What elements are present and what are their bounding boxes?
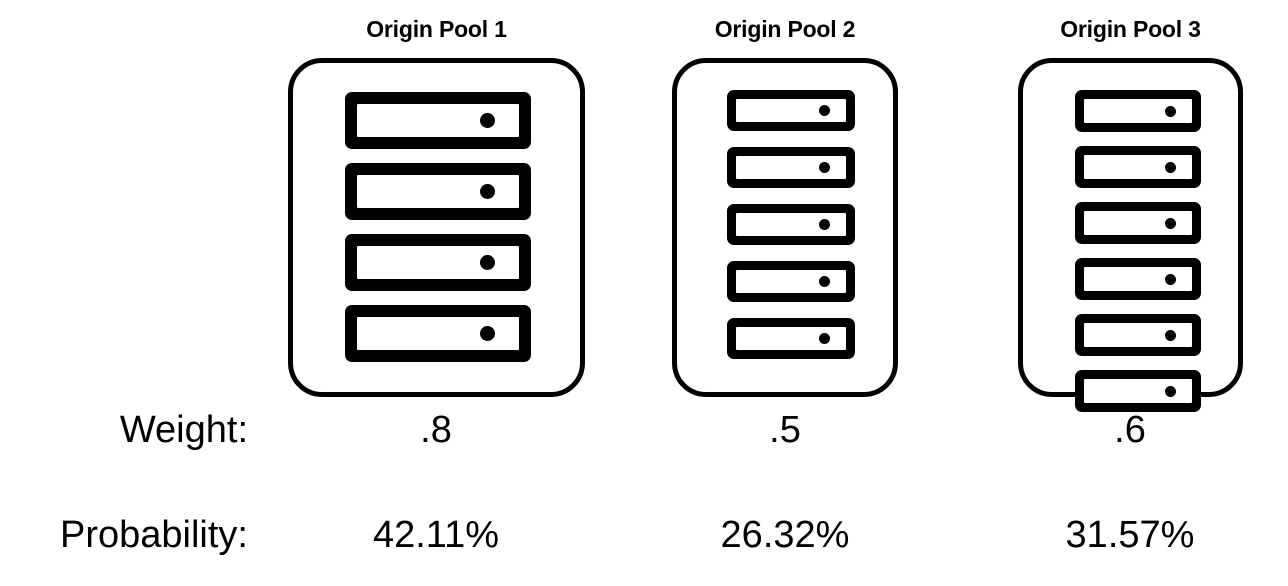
server-face bbox=[1084, 379, 1192, 403]
server-status-led-icon bbox=[819, 162, 830, 173]
server-face bbox=[1084, 267, 1192, 291]
weight-value-pool-2: .5 bbox=[769, 409, 801, 451]
server-rack-icon bbox=[345, 305, 531, 362]
weight-row-label: Weight: bbox=[119, 409, 248, 451]
server-face bbox=[1084, 155, 1192, 179]
server-status-led-icon bbox=[1165, 105, 1176, 117]
server-rack-icon bbox=[727, 204, 855, 245]
server-face bbox=[736, 270, 846, 293]
server-face bbox=[357, 175, 519, 208]
probability-value-pool-3: 31.57% bbox=[1065, 514, 1195, 556]
server-status-led-icon bbox=[480, 184, 495, 199]
origin-pool-2-title: Origin Pool 2 bbox=[714, 16, 856, 42]
origin-pool-3-title: Origin Pool 3 bbox=[1060, 16, 1201, 42]
server-rack-icon bbox=[1075, 314, 1201, 356]
server-status-led-icon bbox=[1165, 329, 1176, 341]
origin-pool-1-title: Origin Pool 1 bbox=[366, 16, 507, 42]
server-status-led-icon bbox=[480, 113, 495, 128]
server-status-led-icon bbox=[480, 255, 495, 270]
probability-value-pool-2: 26.32% bbox=[720, 514, 850, 556]
server-face bbox=[1084, 323, 1192, 347]
server-status-led-icon bbox=[819, 276, 830, 287]
server-status-led-icon bbox=[1165, 217, 1176, 229]
server-rack-icon bbox=[345, 234, 531, 291]
probability-value-pool-1: 42.11% bbox=[372, 514, 500, 556]
server-face bbox=[357, 317, 519, 350]
server-rack-icon bbox=[345, 92, 531, 149]
server-face bbox=[1084, 211, 1192, 235]
server-status-led-icon bbox=[1165, 161, 1176, 173]
server-status-led-icon bbox=[1165, 273, 1176, 285]
server-status-led-icon bbox=[819, 219, 830, 230]
server-face bbox=[357, 246, 519, 279]
server-rack-icon bbox=[727, 318, 855, 359]
server-rack-icon bbox=[1075, 90, 1201, 132]
server-face bbox=[357, 104, 519, 137]
probability-row-label: Probability: bbox=[60, 514, 248, 556]
server-rack-icon bbox=[727, 261, 855, 302]
server-status-led-icon bbox=[819, 333, 830, 344]
weight-value-pool-1: .8 bbox=[420, 409, 452, 451]
server-face bbox=[736, 213, 846, 236]
server-status-led-icon bbox=[480, 326, 495, 341]
server-rack-icon bbox=[727, 90, 855, 131]
server-status-led-icon bbox=[819, 105, 830, 116]
server-rack-icon bbox=[1075, 370, 1201, 412]
weight-value-pool-3: .6 bbox=[1114, 409, 1146, 451]
server-face bbox=[736, 99, 846, 122]
server-face bbox=[1084, 99, 1192, 123]
server-rack-icon bbox=[1075, 202, 1201, 244]
server-rack-icon bbox=[1075, 258, 1201, 300]
server-rack-icon bbox=[1075, 146, 1201, 188]
server-status-led-icon bbox=[1165, 385, 1176, 397]
server-rack-icon bbox=[727, 147, 855, 188]
server-rack-icon bbox=[345, 163, 531, 220]
server-face bbox=[736, 156, 846, 179]
server-face bbox=[736, 327, 846, 350]
